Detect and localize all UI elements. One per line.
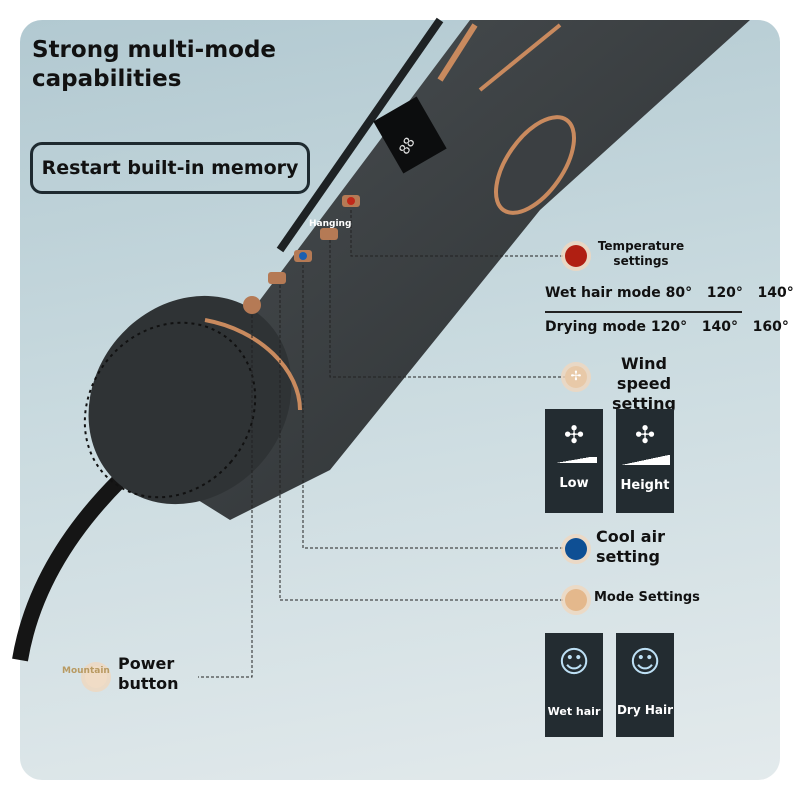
fan-icon: ✢ [565,366,587,388]
copper-strip [437,23,478,82]
wet-hair-temps: Wet hair mode 80° 120° 140° [545,285,794,301]
cool-air-label: Cool air setting [596,527,665,566]
speed-bar [549,457,597,463]
wind-button[interactable] [320,228,338,240]
drying-temps: Drying mode 120° 140° 160° [545,319,789,335]
wind-high-tile: ✣ Height [616,409,674,513]
vent-head [88,295,292,505]
temperature-label: Temperature settings [597,239,685,268]
hanging-label: Hanging [309,219,352,229]
wind-low-tile: ✣ Low [545,409,603,513]
dry-hair-label: Dry Hair [616,703,674,717]
mode-button[interactable] [268,272,286,284]
temperature-dot-icon [565,245,587,267]
power-label: Power button [118,654,179,693]
wind-low-label: Low [559,476,589,491]
wet-hair-tile: ☺ Wet hair [545,633,603,737]
power-cord [12,474,126,662]
mountain-label: Mountain [62,666,110,676]
power-dot-icon [85,666,107,688]
dry-hair-icon: ☺ [629,645,661,680]
dry-hair-tile: ☺ Dry Hair [616,633,674,737]
page-title: Strong multi-mode capabilities [32,37,277,92]
dial-button[interactable] [481,104,590,226]
wind-high-label: Height [620,478,670,493]
mode-dot-icon [565,589,587,611]
fan-icon: ✣ [634,421,656,449]
mode-label: Mode Settings [594,590,700,605]
svg-text:88: 88 [396,135,418,158]
memory-badge: Restart built-in memory [30,142,310,194]
power-button[interactable] [243,296,261,314]
led-display [373,96,447,174]
connector-lines [198,210,566,678]
speed-bar [620,455,670,465]
wind-label: Wind speed setting [612,354,676,413]
cool-air-dot-icon [565,538,587,560]
wet-hair-icon: ☺ [558,645,590,680]
wet-hair-label: Wet hair [547,705,601,718]
fan-icon: ✣ [563,421,585,449]
